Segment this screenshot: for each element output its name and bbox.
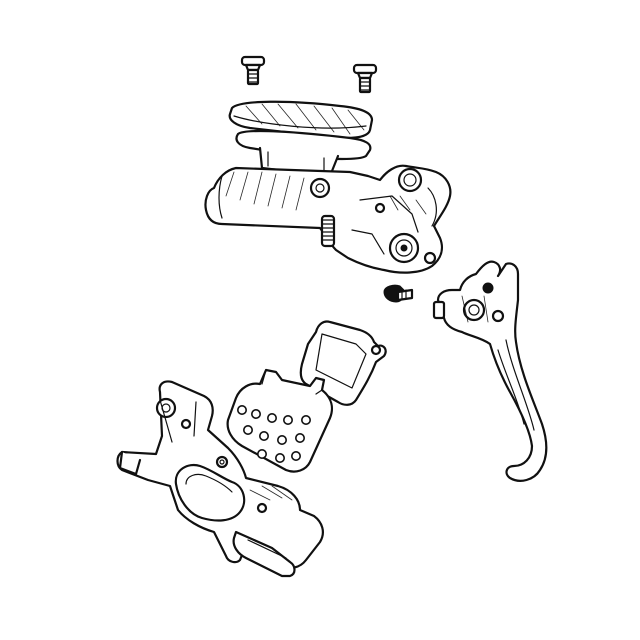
reservoir-cap-screw-left[interactable] <box>240 55 266 86</box>
brake-caliper[interactable] <box>116 380 324 578</box>
pivot-bolt[interactable] <box>383 284 414 303</box>
master-cylinder-body[interactable] <box>204 164 452 274</box>
reservoir-cap-screw-right[interactable] <box>352 63 378 94</box>
brake-pad-front[interactable] <box>226 368 333 473</box>
reservoir-cap[interactable] <box>228 100 374 140</box>
brake-lever-blade[interactable] <box>432 260 548 482</box>
